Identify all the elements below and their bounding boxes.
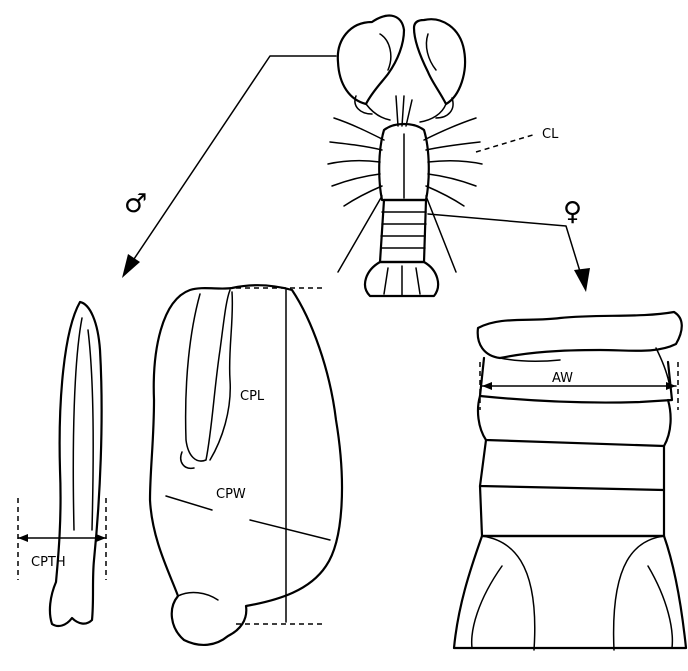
abdomen-outline xyxy=(380,200,426,262)
female-symbol: ♀ xyxy=(563,197,582,227)
claw-side-outline xyxy=(50,302,102,626)
abdomen-tail-fan xyxy=(454,536,686,648)
arrow-to-abdomen xyxy=(428,214,590,292)
cpth-label: CPTH xyxy=(31,555,66,570)
aw-label: AW xyxy=(552,371,573,386)
abdomen-segment-5 xyxy=(480,486,664,536)
arrow-to-claw xyxy=(122,56,336,278)
right-claw-outline xyxy=(414,19,465,104)
abdomen-segment-1 xyxy=(478,312,682,358)
cpw-label: CPW xyxy=(216,487,246,502)
left-claw-outline xyxy=(338,16,404,104)
abdomen-segment-3 xyxy=(478,396,671,446)
abdomen-segment-4 xyxy=(480,440,664,490)
claw-top-outline xyxy=(150,285,342,645)
abdomen-dorsal-view xyxy=(454,312,686,650)
lobster-whole-body xyxy=(328,16,482,296)
male-symbol: ♂ xyxy=(124,189,147,219)
abdomen-segment-2 xyxy=(480,358,672,403)
cpw-measure xyxy=(166,496,330,540)
dactyl-outline xyxy=(186,290,230,461)
claw-side-view xyxy=(50,302,102,626)
cpl-label: CPL xyxy=(240,389,265,404)
cpl-measure xyxy=(236,288,322,624)
cl-label: CL xyxy=(542,127,559,142)
claw-top-view xyxy=(150,285,342,645)
